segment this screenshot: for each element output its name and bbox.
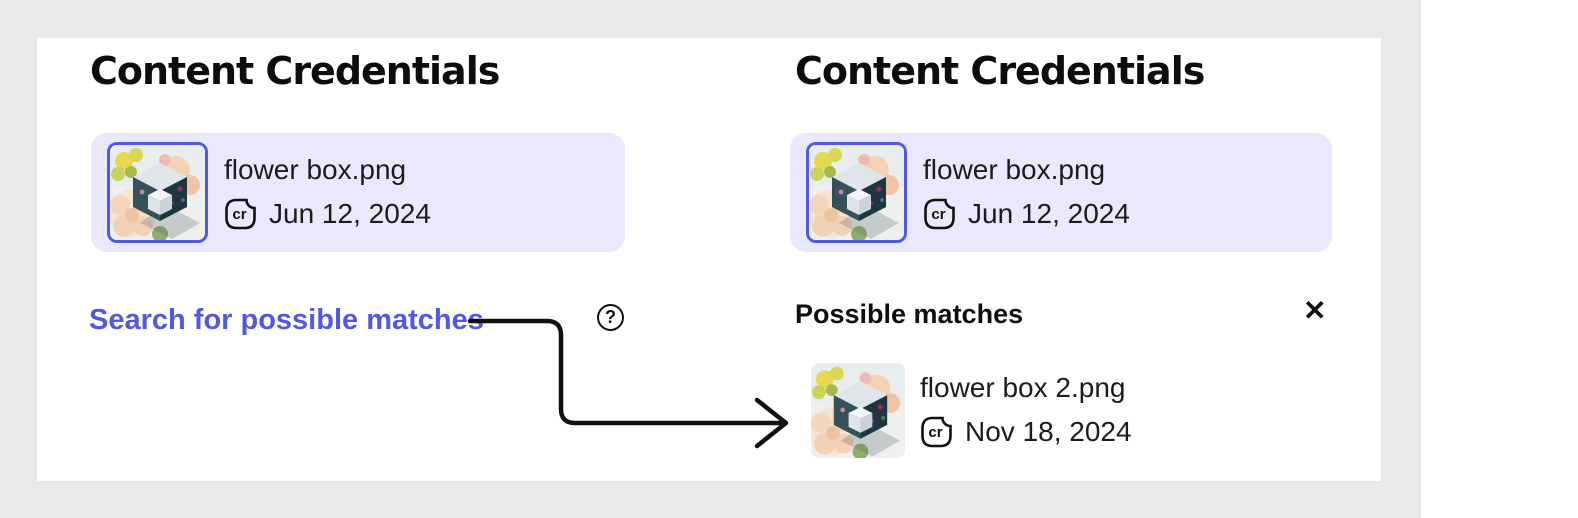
svg-text:cr: cr <box>232 206 246 223</box>
match-result-row[interactable]: flower box 2.png cr Nov 18, 2024 <box>811 363 1132 458</box>
close-icon[interactable]: ✕ <box>1303 295 1327 326</box>
left-file-meta: flower box.png cr Jun 12, 2024 <box>224 153 431 232</box>
content-credentials-cr-icon: cr <box>923 196 956 232</box>
right-file-thumbnail[interactable] <box>806 142 907 243</box>
left-file-thumbnail[interactable] <box>107 142 208 243</box>
possible-matches-title: Possible matches <box>795 299 1024 329</box>
right-file-meta: flower box.png cr Jun 12, 2024 <box>923 153 1130 232</box>
svg-text:cr: cr <box>928 424 942 441</box>
left-panel-title: Content Credentials <box>90 49 500 93</box>
right-filename: flower box.png <box>923 154 1106 185</box>
flower-box-image <box>110 145 205 240</box>
match-filename: flower box 2.png <box>920 372 1126 403</box>
flower-box-2-image <box>811 363 905 458</box>
match-meta: flower box 2.png cr Nov 18, 2024 <box>920 371 1132 450</box>
left-file-date: Jun 12, 2024 <box>269 198 431 229</box>
flower-box-image <box>809 145 904 240</box>
content-credentials-cr-icon: cr <box>224 196 257 232</box>
match-date-row: cr Nov 18, 2024 <box>920 414 1132 450</box>
right-file-date: Jun 12, 2024 <box>968 198 1130 229</box>
right-file-card[interactable]: flower box.png cr Jun 12, 2024 <box>790 133 1332 252</box>
left-date-row: cr Jun 12, 2024 <box>224 196 431 232</box>
match-date: Nov 18, 2024 <box>965 416 1132 447</box>
help-icon[interactable]: ? <box>597 304 624 331</box>
content-credentials-cr-icon: cr <box>920 414 953 450</box>
right-date-row: cr Jun 12, 2024 <box>923 196 1130 232</box>
content-panel: Content Credentials flower box.png cr Ju… <box>37 38 1381 481</box>
search-possible-matches-link[interactable]: Search for possible matches <box>89 304 484 336</box>
match-thumbnail[interactable] <box>811 363 905 458</box>
left-file-card[interactable]: flower box.png cr Jun 12, 2024 <box>91 133 625 252</box>
right-panel-title: Content Credentials <box>795 49 1205 93</box>
svg-text:cr: cr <box>931 206 945 223</box>
left-filename: flower box.png <box>224 154 407 185</box>
